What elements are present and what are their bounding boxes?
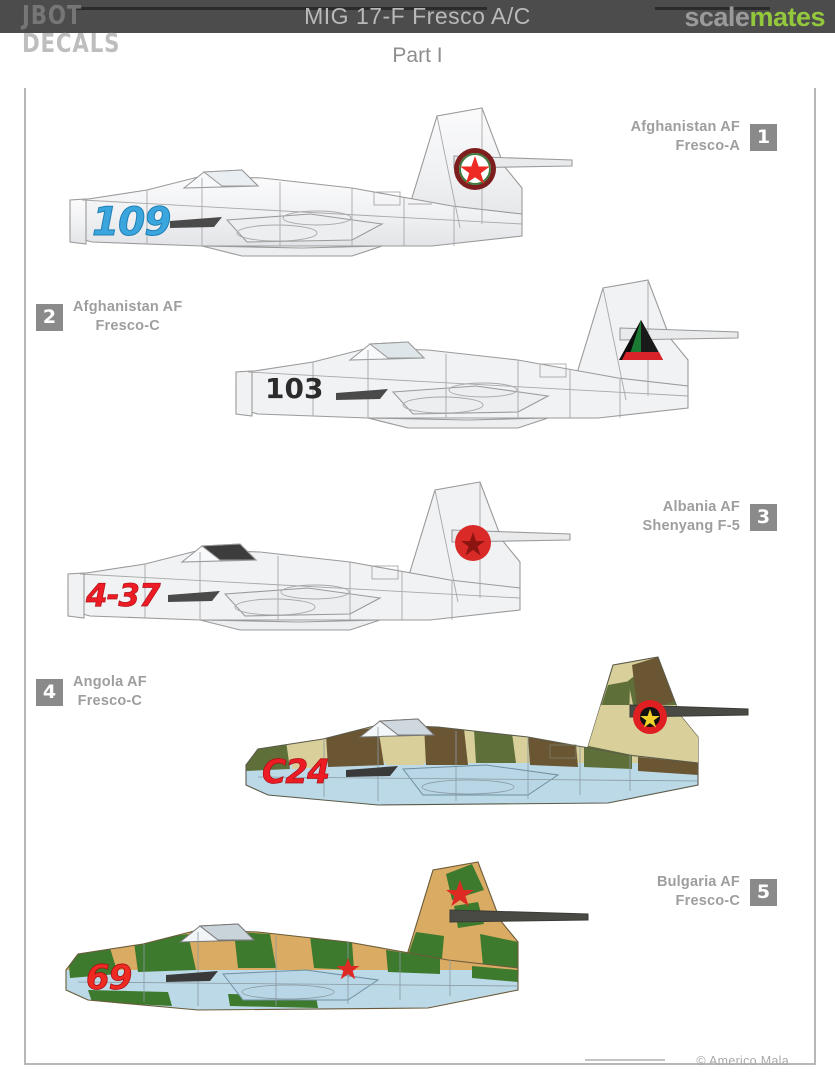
- caption-1-variant: Fresco-A: [675, 138, 740, 154]
- page-title: MIG 17-F Fresco A/C: [304, 3, 531, 29]
- caption-1: Afghanistan AF Fresco-A 1: [631, 118, 777, 156]
- caption-5: Bulgaria AF Fresco-C 5: [657, 873, 777, 911]
- profile-number-2: 2: [36, 303, 63, 331]
- caption-5-text: Bulgaria AF Fresco-C: [657, 873, 740, 911]
- caption-2-variant: Fresco-C: [95, 318, 160, 334]
- header-rule-left: [75, 7, 487, 10]
- aircraft-profile-5: [48, 850, 648, 1035]
- header-bar: MIG 17-F Fresco A/C scalemates: [0, 0, 835, 33]
- caption-5-country: Bulgaria AF: [656, 874, 740, 890]
- caption-3-country: Albania AF: [662, 499, 740, 515]
- header-rule-right: [655, 7, 770, 10]
- profile-number-3: 3: [750, 503, 777, 531]
- caption-4-text: Angola AF Fresco-C: [73, 673, 147, 711]
- aircraft-profile-3: [50, 470, 620, 650]
- caption-3-variant: Shenyang F-5: [642, 518, 740, 534]
- credit-rule: [585, 1059, 665, 1061]
- caption-4-variant: Fresco-C: [77, 693, 143, 709]
- caption-4: 4 Angola AF Fresco-C: [36, 673, 147, 711]
- brand-line-2: DECALS: [22, 29, 121, 59]
- copyright-credit: © Americo Mala: [696, 1054, 789, 1068]
- aircraft-profile-1: [52, 96, 612, 276]
- serial-number-3: 4-37: [86, 578, 161, 615]
- brand-line-1: JBOT: [22, 1, 83, 31]
- caption-2-text: Afghanistan AF Fresco-C: [73, 298, 182, 336]
- watermark-scale: scale: [684, 2, 750, 32]
- caption-1-country: Afghanistan AF: [630, 119, 740, 135]
- caption-1-text: Afghanistan AF Fresco-A: [631, 118, 740, 156]
- marking-bulgarian-star-5-fin: [446, 880, 474, 907]
- aircraft-profile-4: [228, 645, 798, 825]
- page-subtitle: Part I: [392, 44, 443, 67]
- content-frame: [24, 88, 816, 1065]
- serial-number-4: C24: [262, 752, 331, 792]
- serial-number-2: 103: [265, 372, 324, 405]
- marking-bulgarian-star-5-fuselage: [336, 958, 360, 980]
- marking-angola-roundel-4: [633, 700, 667, 734]
- marking-albanian-star-3: [455, 525, 491, 561]
- caption-5-variant: Fresco-C: [675, 893, 740, 909]
- profile-number-5: 5: [750, 878, 777, 906]
- caption-3-text: Albania AF Shenyang F-5: [643, 498, 740, 536]
- serial-number-1: 109: [91, 200, 171, 246]
- caption-4-country: Angola AF: [73, 674, 147, 690]
- profile-number-1: 1: [750, 123, 777, 151]
- brand-logo: JBOT DECALS: [22, 2, 120, 58]
- caption-2-country: Afghanistan AF: [73, 299, 183, 315]
- watermark-mates: mates: [749, 2, 825, 32]
- caption-3: Albania AF Shenyang F-5 3: [643, 498, 777, 536]
- marking-afghan-triangle-2: [619, 320, 663, 360]
- serial-number-5: 69: [86, 958, 133, 999]
- caption-2: 2 Afghanistan AF Fresco-C: [36, 298, 182, 336]
- marking-red-star-1: [454, 148, 496, 190]
- aircraft-profile-2: [218, 268, 788, 448]
- profile-number-4: 4: [36, 678, 63, 706]
- scalemates-watermark: scalemates: [684, 2, 825, 32]
